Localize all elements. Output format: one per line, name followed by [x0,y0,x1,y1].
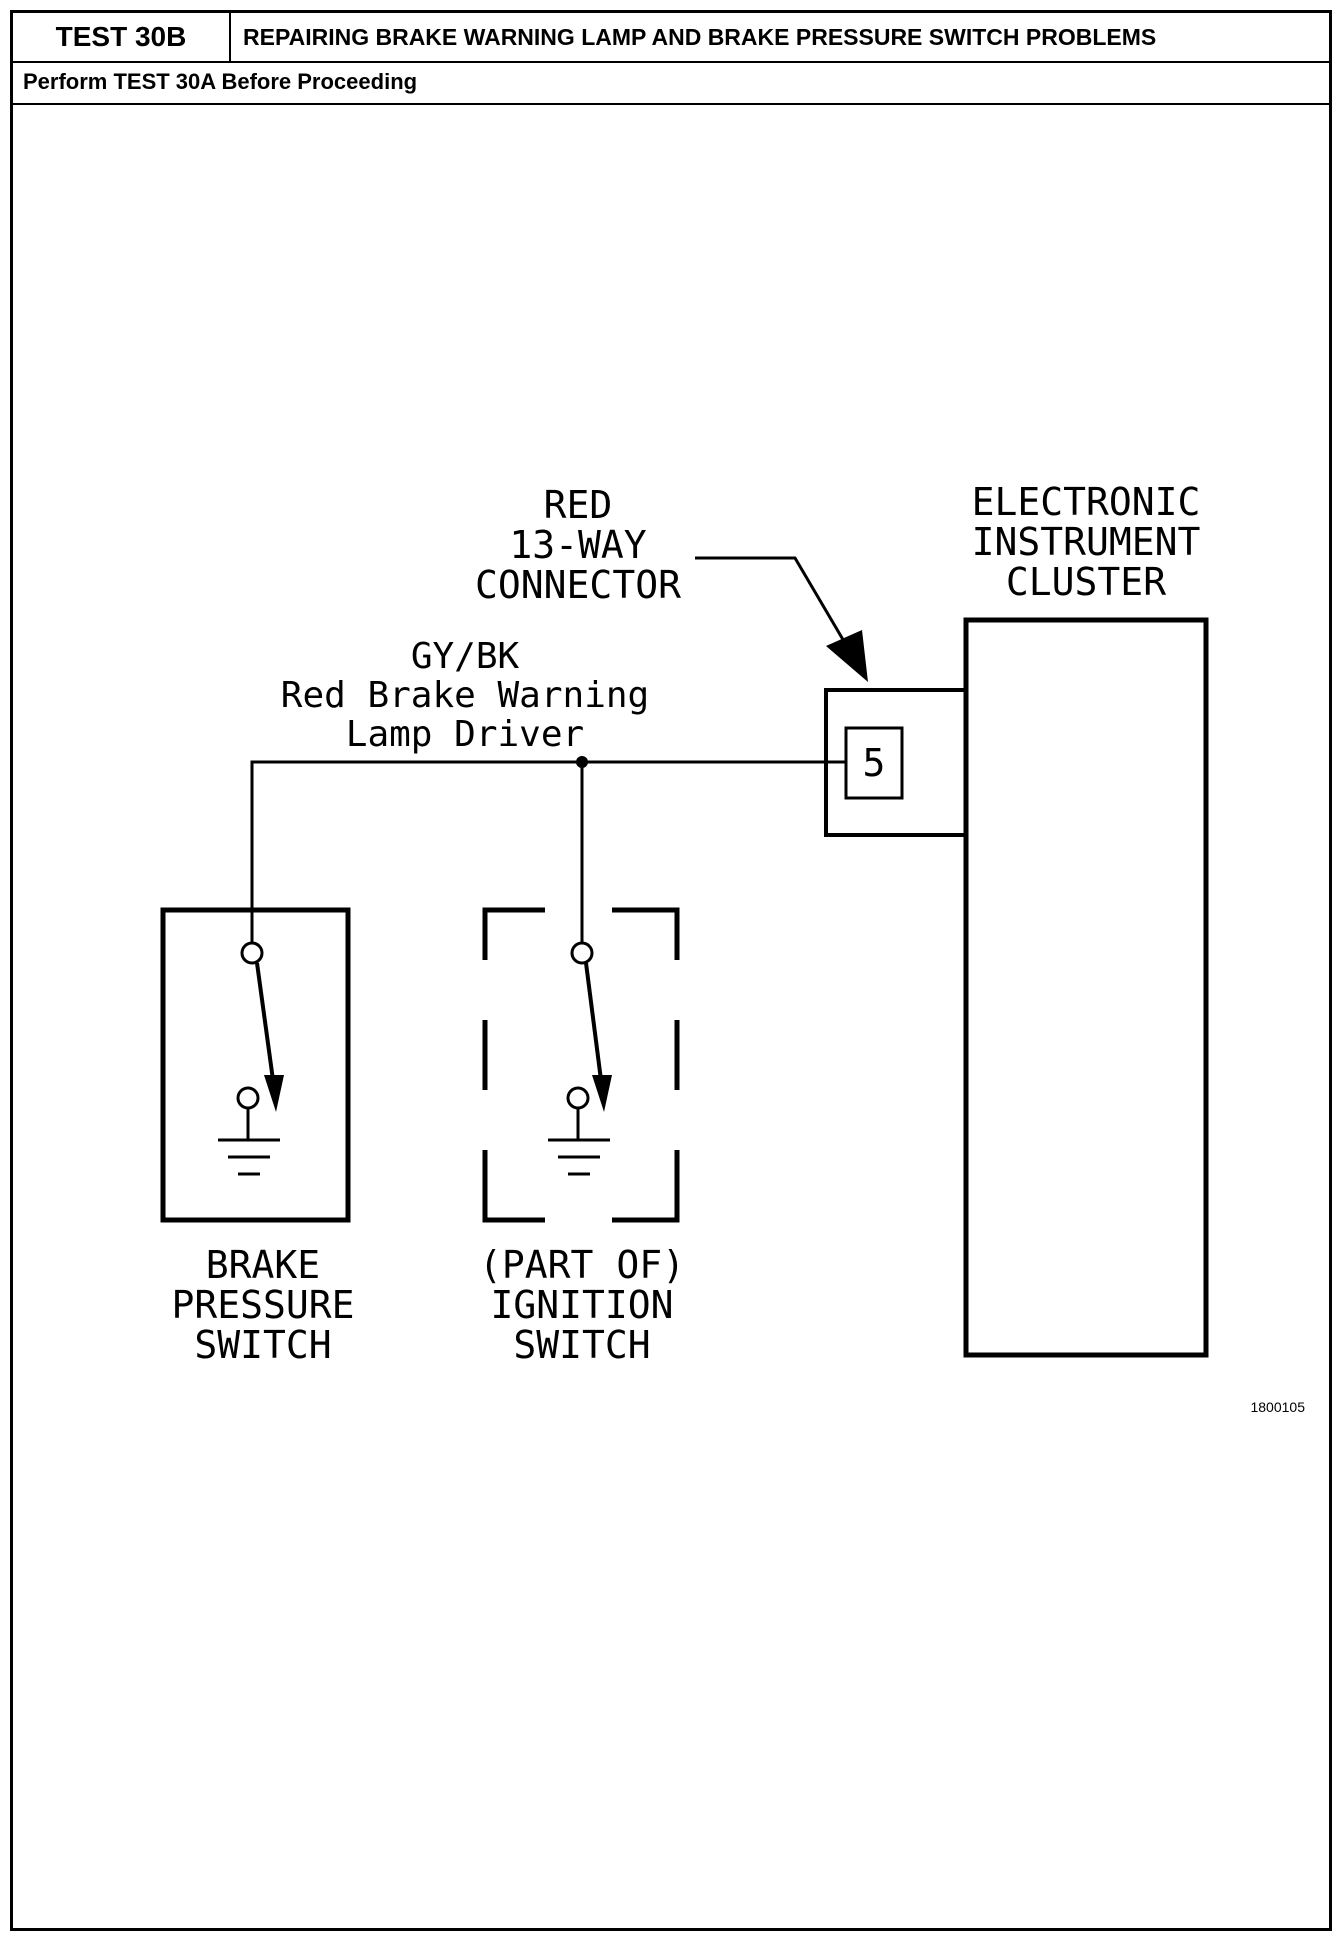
brake-switch-label-line-1: BRAKE [206,1243,320,1287]
splice-dot [576,756,588,768]
wire-color-code: GY/BK [411,636,520,677]
connector-label: RED 13-WAY CONNECTOR [475,483,681,607]
brake-pressure-switch-box [160,907,351,1223]
ignition-switch-blade [584,962,603,1081]
connector-label-line-3: CONNECTOR [475,563,681,607]
connector-pin-box [844,726,904,800]
brake-ground-icon [218,1138,280,1176]
brake-switch-blade [255,962,275,1081]
ignition-switch-arrow-icon [592,1075,612,1112]
ignition-switch-label-line-2: IGNITION [490,1283,673,1327]
connector-pin-number: 5 [863,741,886,785]
brake-switch-lower-terminal [236,1086,260,1110]
instrument-cluster-box [963,617,1209,1358]
ignition-switch-box [482,907,680,1223]
ignition-switch-label: (PART OF) IGNITION SWITCH [479,1243,685,1367]
ignition-switch-label-line-3: SWITCH [513,1323,650,1367]
ignition-switch-label-line-1: (PART OF) [479,1243,685,1287]
wire-function-line-2: Lamp Driver [346,714,584,755]
brake-switch-label-line-3: SWITCH [194,1323,331,1367]
brake-switch-upper-terminal [240,941,264,965]
connector-leader-line [695,556,857,661]
ignition-switch-lower-terminal [566,1086,590,1110]
cluster-label-line-1: ELECTRONIC [972,480,1201,524]
cluster-label-line-2: INSTRUMENT [972,520,1201,564]
ignition-ground-icon [548,1138,610,1176]
test-title: REPAIRING BRAKE WARNING LAMP AND BRAKE P… [243,23,1157,50]
connector-label-line-2: 13-WAY [509,523,646,567]
wire-function-line-1: Red Brake Warning [281,675,649,716]
page-frame: TEST 30B REPAIRING BRAKE WARNING LAMP AN… [10,10,1332,1931]
connector-arrow-icon [826,630,868,682]
brake-switch-arrow-icon [264,1075,284,1112]
connector-label-line-1: RED [544,483,613,527]
title-row: TEST 30B REPAIRING BRAKE WARNING LAMP AN… [13,13,1329,63]
wire-label: GY/BK Red Brake Warning Lamp Driver [281,636,649,755]
brake-switch-label-line-2: PRESSURE [171,1283,354,1327]
cluster-label: ELECTRONIC INSTRUMENT CLUSTER [972,480,1201,604]
brake-switch-label: BRAKE PRESSURE SWITCH [171,1243,354,1367]
prerequisite-note: Perform TEST 30A Before Proceeding [13,61,1329,105]
ignition-switch-upper-terminal [570,941,594,965]
cluster-label-line-3: CLUSTER [1006,560,1166,604]
test-id: TEST 30B [13,13,231,61]
figure-number: 1800105 [1250,1399,1305,1415]
gy-bk-wire [250,760,846,948]
